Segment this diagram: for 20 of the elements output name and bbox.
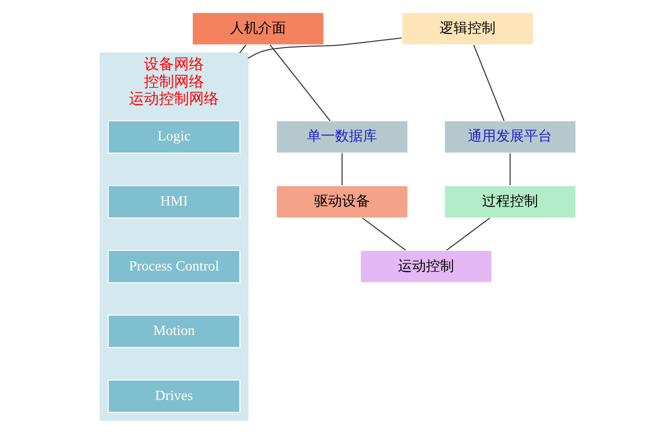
- node-box: 通用发展平台: [443, 120, 576, 154]
- node-box: 人机介面: [191, 12, 324, 46]
- node-box: 运动控制: [359, 250, 492, 284]
- connector: [341, 153, 342, 186]
- node-box: HMI: [107, 185, 240, 218]
- node-box: Process Control: [107, 250, 240, 284]
- connector: [362, 218, 406, 251]
- node-box: Motion: [107, 314, 240, 348]
- node-box: 过程控制: [443, 185, 576, 218]
- node-box: Logic: [107, 120, 240, 154]
- node-box: 单一数据库: [275, 120, 408, 154]
- connector: [238, 44, 246, 54]
- connector: [446, 218, 490, 251]
- node-box: Drives: [107, 379, 240, 413]
- connector: [247, 37, 402, 59]
- node-box: 驱动设备: [275, 185, 408, 218]
- connector: [509, 153, 510, 186]
- node-box: 逻辑控制: [400, 12, 534, 46]
- connector: [269, 44, 330, 122]
- connector: [472, 44, 504, 121]
